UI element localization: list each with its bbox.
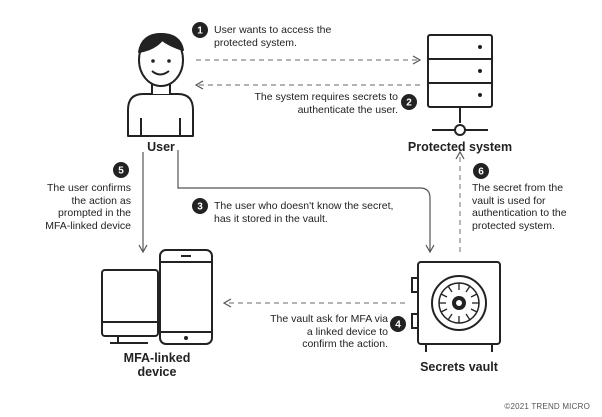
svg-text:6: 6 — [478, 167, 484, 178]
protected-system-label: Protected system — [407, 140, 513, 154]
svg-text:3: 3 — [197, 202, 203, 213]
step-6-text: The secret from the vault is used for au… — [472, 182, 567, 232]
step-badge-2: 2 — [401, 94, 417, 110]
person-icon — [127, 33, 194, 137]
user-label: User — [147, 140, 175, 154]
step-badge-5: 5 — [113, 162, 129, 178]
step-1-text: User wants to access the protected syste… — [214, 24, 332, 49]
step-badge-6: 6 — [473, 163, 489, 179]
vault-icon — [411, 261, 501, 352]
step-badge-4: 4 — [390, 316, 406, 332]
svg-text:4: 4 — [395, 320, 401, 331]
secrets-vault-label: Secrets vault — [420, 360, 498, 374]
arrow-step-3 — [177, 150, 435, 254]
step-5-text: The user confirms the action as prompted… — [45, 182, 131, 232]
laptop-icon — [101, 269, 159, 344]
svg-text:5: 5 — [118, 166, 124, 177]
svg-text:1: 1 — [197, 26, 203, 37]
svg-text:2: 2 — [406, 98, 412, 109]
phone-icon — [159, 249, 213, 345]
step-badge-3: 3 — [192, 198, 208, 214]
server-icon — [427, 34, 493, 136]
copyright: ©2021 TREND MICRO — [504, 402, 590, 411]
step-3-text: The user who doesn't know the secret, ha… — [214, 200, 394, 225]
step-4-text: The vault ask for MFA via a linked devic… — [270, 313, 388, 350]
step-2-text: The system requires secrets to authentic… — [254, 91, 398, 116]
step-badge-1: 1 — [192, 22, 208, 38]
mfa-device-label: MFA-linked device — [123, 351, 191, 379]
